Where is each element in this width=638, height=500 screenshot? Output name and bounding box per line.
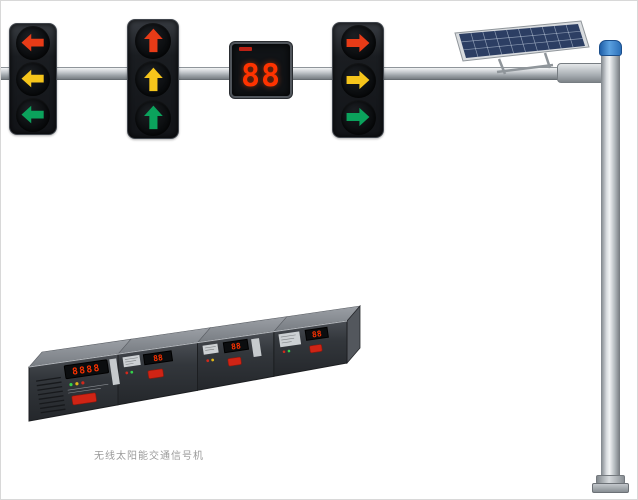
status-led-red [282, 350, 286, 354]
lens-yellow-up [135, 61, 171, 97]
traffic-light-up-arrows [127, 19, 179, 139]
label-strip [109, 358, 120, 386]
up-arrow-icon [143, 28, 163, 53]
module-button [309, 344, 323, 354]
up-arrow-icon [143, 67, 163, 91]
module-button [147, 368, 164, 379]
traffic-light-left-arrows [9, 23, 57, 135]
controller-module-3-panel: 88 [202, 338, 262, 367]
main-digital-display [63, 359, 110, 380]
label-text-lines [204, 346, 216, 351]
product-caption: 无线太阳能交通信号机 [94, 451, 204, 462]
sub-display-value: 88 [311, 329, 322, 339]
lens-red-up [135, 22, 171, 59]
status-led-red [206, 359, 210, 363]
left-arrow-icon [21, 70, 45, 88]
left-arrow-icon [21, 34, 45, 52]
main-display-value: 8888 [71, 363, 101, 378]
sub-digital-display [142, 350, 174, 366]
up-arrow-icon [143, 105, 163, 130]
lens-green-up [135, 99, 171, 136]
panel-line [67, 383, 109, 391]
countdown-value: 88 [241, 58, 281, 94]
countdown-display: 88 [230, 42, 292, 98]
power-button [71, 392, 97, 406]
lens-green-left [16, 98, 50, 132]
solar-panel [454, 20, 590, 75]
status-led-yellow [211, 358, 215, 362]
lens-yellow-right [340, 62, 376, 98]
vertical-pole [601, 53, 620, 477]
sub-digital-display [222, 338, 250, 354]
status-led-yellow [75, 382, 79, 386]
status-led-green [287, 349, 291, 353]
status-led-red [81, 381, 85, 385]
lens-red-right [340, 25, 376, 61]
module-button [227, 356, 242, 367]
controller-module-1-panel: 8888 [36, 358, 120, 414]
label-card [278, 331, 302, 348]
solar-mount-bracket [496, 52, 554, 75]
label-text-lines [280, 334, 296, 344]
controller-unit: 8888 88 [28, 304, 361, 422]
pole-cap [599, 40, 622, 56]
vent-grid [36, 376, 66, 414]
sub-display-value: 88 [231, 341, 242, 351]
right-arrow-icon [346, 70, 370, 90]
status-led-green [69, 383, 73, 387]
right-arrow-icon [346, 108, 370, 127]
sub-digital-display [304, 326, 329, 341]
traffic-light-right-arrows [332, 22, 384, 138]
controller-module-2-panel: 88 [122, 350, 174, 379]
solar-grid [461, 24, 583, 57]
label-text-lines [124, 357, 138, 365]
controller-top-edge [28, 320, 348, 368]
controller-top-faces [28, 305, 361, 368]
left-arrow-icon [21, 106, 45, 124]
right-arrow-icon [346, 33, 370, 52]
sub-display-value: 88 [153, 353, 164, 363]
status-led-green [130, 370, 134, 374]
pole-base [592, 483, 629, 493]
brand-mark [239, 47, 252, 51]
lens-red-left [16, 26, 50, 60]
lens-green-right [340, 99, 376, 135]
label-strip [251, 338, 262, 358]
panel-line [68, 388, 101, 394]
status-led-red [125, 371, 129, 375]
countdown-digits: 88 [241, 58, 281, 94]
controller-module-4-panel: 88 [278, 326, 329, 354]
lens-yellow-left [16, 62, 50, 96]
